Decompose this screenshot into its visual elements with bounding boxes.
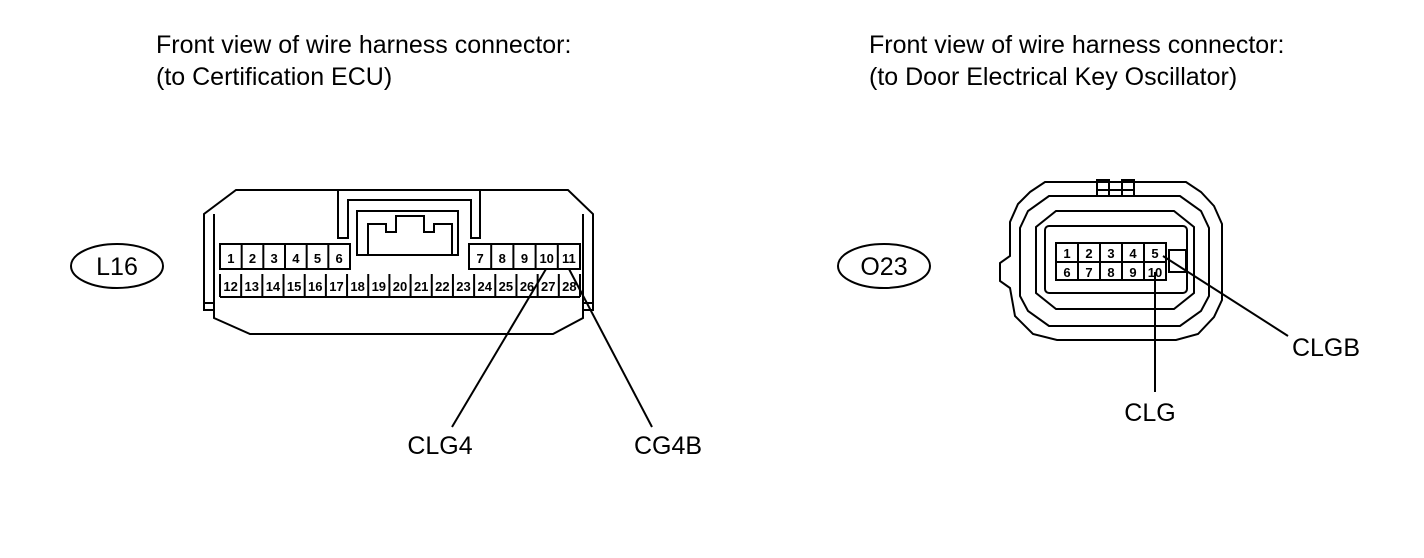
- l16-pin-1: 1: [227, 251, 234, 266]
- l16-pin-11: 11: [562, 251, 576, 266]
- o23-code-label: O23: [860, 253, 907, 281]
- left-caption-line2: (to Certification ECU): [156, 63, 393, 91]
- o23-pin-8: 8: [1107, 265, 1114, 280]
- l16-pin-6: 6: [336, 251, 343, 266]
- right-caption-line1: Front view of wire harness connector:: [869, 31, 1285, 59]
- l16-code-ellipse: [70, 243, 164, 289]
- o23-pin-10: 10: [1148, 265, 1162, 280]
- o23-pin-6: 6: [1063, 265, 1070, 280]
- l16-pin-2: 2: [249, 251, 256, 266]
- l16-pin-12: 12: [223, 279, 237, 294]
- l16-pin-4: 4: [292, 251, 300, 266]
- clg-terminal-label: CLG: [1124, 399, 1175, 427]
- l16-pin-16: 16: [308, 279, 322, 294]
- l16-pin-22: 22: [435, 279, 449, 294]
- o23-pin-4: 4: [1129, 246, 1137, 261]
- cg4b-leader-line: [568, 268, 653, 428]
- o23-pin-grid: [1055, 242, 1167, 281]
- l16-pin-17: 17: [329, 279, 343, 294]
- clg4-leader-line: [451, 268, 547, 428]
- l16-pin-15: 15: [287, 279, 301, 294]
- l16-pin-18: 18: [350, 279, 364, 294]
- cg4b-terminal-label: CG4B: [634, 432, 702, 460]
- l16-pin-27: 27: [541, 279, 555, 294]
- right-caption-line2: (to Door Electrical Key Oscillator): [869, 63, 1238, 91]
- o23-pin-1: 1: [1063, 246, 1070, 261]
- l16-pin-20: 20: [393, 279, 407, 294]
- l16-pin-21: 21: [414, 279, 428, 294]
- l16-pin-10: 10: [539, 251, 553, 266]
- o23-pin-9: 9: [1129, 265, 1136, 280]
- l16-pin-26: 26: [520, 279, 534, 294]
- l16-pin-28: 28: [562, 279, 576, 294]
- l16-pin-5: 5: [314, 251, 321, 266]
- clg4-terminal-label: CLG4: [407, 432, 472, 460]
- o23-code-ellipse: [837, 243, 931, 289]
- o23-pin-3: 3: [1107, 246, 1114, 261]
- o23-pin-2: 2: [1085, 246, 1092, 261]
- l16-pin-grid: [219, 243, 581, 298]
- left-connector-caption: Front view of wire harness connector: (t…: [156, 29, 571, 93]
- clgb-terminal-label: CLGB: [1292, 334, 1360, 362]
- left-caption-line1: Front view of wire harness connector:: [156, 31, 572, 59]
- l16-pin-3: 3: [271, 251, 278, 266]
- clgb-leader-line: [1162, 255, 1289, 337]
- l16-connector-housing: [203, 189, 594, 335]
- l16-pin-9: 9: [521, 251, 528, 266]
- o23-pin-5: 5: [1151, 246, 1158, 261]
- l16-code-label: L16: [96, 253, 138, 281]
- l16-pin-8: 8: [499, 251, 506, 266]
- l16-pin-25: 25: [499, 279, 513, 294]
- l16-pin-19: 19: [372, 279, 386, 294]
- l16-pin-24: 24: [477, 279, 492, 294]
- l16-pin-13: 13: [245, 279, 259, 294]
- right-connector-caption: Front view of wire harness connector: (t…: [869, 29, 1284, 93]
- l16-pin-23: 23: [456, 279, 470, 294]
- l16-pin-14: 14: [266, 279, 281, 294]
- o23-pin-7: 7: [1085, 265, 1092, 280]
- l16-pin-7: 7: [476, 251, 483, 266]
- o23-connector-housing: [999, 179, 1223, 341]
